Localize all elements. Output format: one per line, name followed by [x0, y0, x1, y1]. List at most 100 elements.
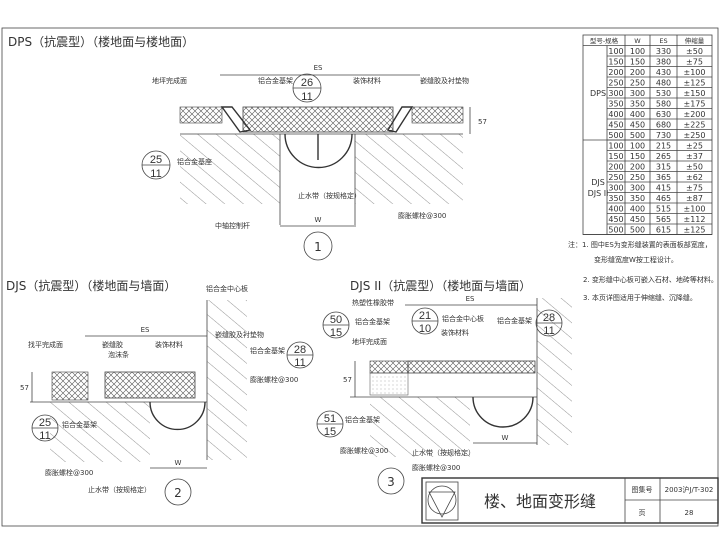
table-group-type: DPS: [590, 89, 606, 98]
table-cell-spec: 350: [608, 194, 623, 203]
detail-number: 2: [174, 486, 182, 500]
dim-w: W: [315, 216, 322, 224]
ref-top: 21: [419, 310, 431, 322]
dim-57: 57: [20, 384, 29, 392]
finish-right: [411, 106, 464, 124]
dim-es: ES: [466, 295, 475, 303]
ref-bubble: 25 11: [31, 414, 59, 442]
table-cell: ±175: [684, 100, 706, 109]
table-cell-spec: 200: [608, 68, 623, 77]
table-cell: 615: [656, 226, 671, 235]
table-cell-spec: 500: [608, 131, 623, 140]
logo: [425, 481, 459, 521]
table-cell: 365: [656, 173, 671, 182]
table-cell-spec: 150: [608, 152, 623, 161]
dim-57: 57: [343, 376, 352, 384]
label: 铝合金基架: [250, 346, 285, 355]
table-cell: 530: [656, 89, 671, 98]
table-cell-spec: 300: [608, 89, 623, 98]
label: 泡沫条: [108, 350, 129, 359]
ref-bottom: 11: [150, 168, 161, 180]
atlas-value: 2003沪J/T-302: [665, 485, 714, 494]
ref-top: 51: [324, 413, 336, 425]
logo-triangle-icon: [428, 491, 456, 518]
ref-top: 28: [294, 344, 306, 356]
dim-es: ES: [141, 326, 150, 334]
sheet-border: [1, 27, 719, 527]
table-cell: ±150: [684, 89, 706, 98]
table-header: ES: [659, 37, 667, 45]
ref-top: 50: [330, 314, 342, 326]
table-header: 型号-规格: [590, 36, 619, 45]
table-cell-spec: 250: [608, 173, 623, 182]
ref-top: 25: [39, 417, 51, 429]
table-header: 伸缩量: [685, 36, 705, 45]
dim-w: W: [175, 459, 182, 467]
table-cell: 565: [656, 215, 671, 224]
label: 地坪完成面: [152, 76, 187, 85]
ref-bottom: 11: [39, 430, 50, 442]
label: 嵌缝胶: [102, 340, 123, 349]
page-label: 页: [639, 509, 646, 517]
table-cell: 480: [656, 79, 671, 88]
note-1-cont: 变形缝宽度W按工程设计。: [594, 255, 678, 264]
table-cell-spec: 250: [608, 79, 623, 88]
table-cell: 100: [630, 47, 645, 56]
table-cell: 515: [656, 205, 671, 214]
label: 止水带（按规格定）: [298, 191, 361, 200]
table-cell: ±250: [684, 131, 706, 140]
table-cell: 430: [656, 68, 671, 77]
label: 铝合金中心板: [442, 314, 484, 323]
label: 膨胀螺栓@300: [250, 375, 298, 384]
table-cell: ±75: [686, 184, 703, 193]
table-cell: 300: [630, 184, 645, 193]
label: 装饰材料: [441, 328, 469, 337]
table-group-type: DJS II: [588, 189, 609, 198]
detail-1-title: DPS（抗震型）（楼地面与楼地面）: [8, 34, 194, 49]
detail-2-title: DJS（抗震型）（楼地面与墙面）: [6, 278, 176, 293]
table-cell-spec: 150: [608, 58, 623, 67]
detail-3-djs2: DJS II（抗震型）（楼地面与墙面） ES W 57 热塑性橡胶带 铝合金基架…: [316, 278, 572, 495]
finish-layer: [51, 371, 89, 401]
table-cell-spec: 450: [608, 215, 623, 224]
table-cell: 380: [656, 58, 671, 67]
label: 嵌缝胶及衬垫物: [420, 76, 469, 85]
table-cell: 450: [630, 215, 645, 224]
table-cell: 330: [656, 47, 671, 56]
title-block: 楼、地面变形缝 图集号 2003沪J/T-302 页 28: [421, 477, 719, 524]
table-header: W: [634, 37, 641, 45]
table-cell: ±87: [686, 194, 703, 203]
table-cell: 250: [630, 79, 645, 88]
label: 膨胀螺栓@300: [412, 463, 460, 472]
table-cell: 200: [630, 163, 645, 172]
label: 止水带（按规格定）: [88, 485, 151, 494]
table-cell: ±50: [686, 47, 703, 56]
concrete-wall: [207, 300, 247, 460]
concrete-slab-right: [355, 134, 463, 204]
table-cell-spec: 450: [608, 121, 623, 130]
dim-57: 57: [478, 118, 487, 126]
concrete-slab: [50, 402, 150, 462]
concrete-slab: [370, 397, 470, 457]
finish-left: [179, 106, 223, 124]
concrete-wall: [537, 298, 572, 445]
table-cell: 300: [630, 89, 645, 98]
ref-top: 26: [301, 77, 313, 89]
notes: 注：1. 图中ES为变形缝装置的表面板部宽度， 变形缝宽度W按工程设计。 2. …: [568, 240, 718, 302]
label: 装饰材料: [353, 76, 381, 85]
table-cell: 250: [630, 173, 645, 182]
label: 膨胀螺栓@300: [45, 468, 93, 477]
table-cell-spec: 500: [608, 226, 623, 235]
table-cell-spec: 400: [608, 110, 623, 119]
table-cell-spec: 100: [608, 47, 623, 56]
ref-top: 28: [543, 312, 555, 324]
table-cell: ±75: [686, 58, 703, 67]
ref-bottom: 11: [543, 325, 554, 337]
table-cell: ±100: [684, 68, 706, 77]
decor-material: [242, 106, 394, 133]
ref-bubble: 28 11: [535, 309, 563, 337]
table-cell: ±100: [684, 205, 706, 214]
label: 铝合金基架: [62, 420, 97, 429]
table-cell: 150: [630, 58, 645, 67]
table-cell: 315: [656, 163, 671, 172]
